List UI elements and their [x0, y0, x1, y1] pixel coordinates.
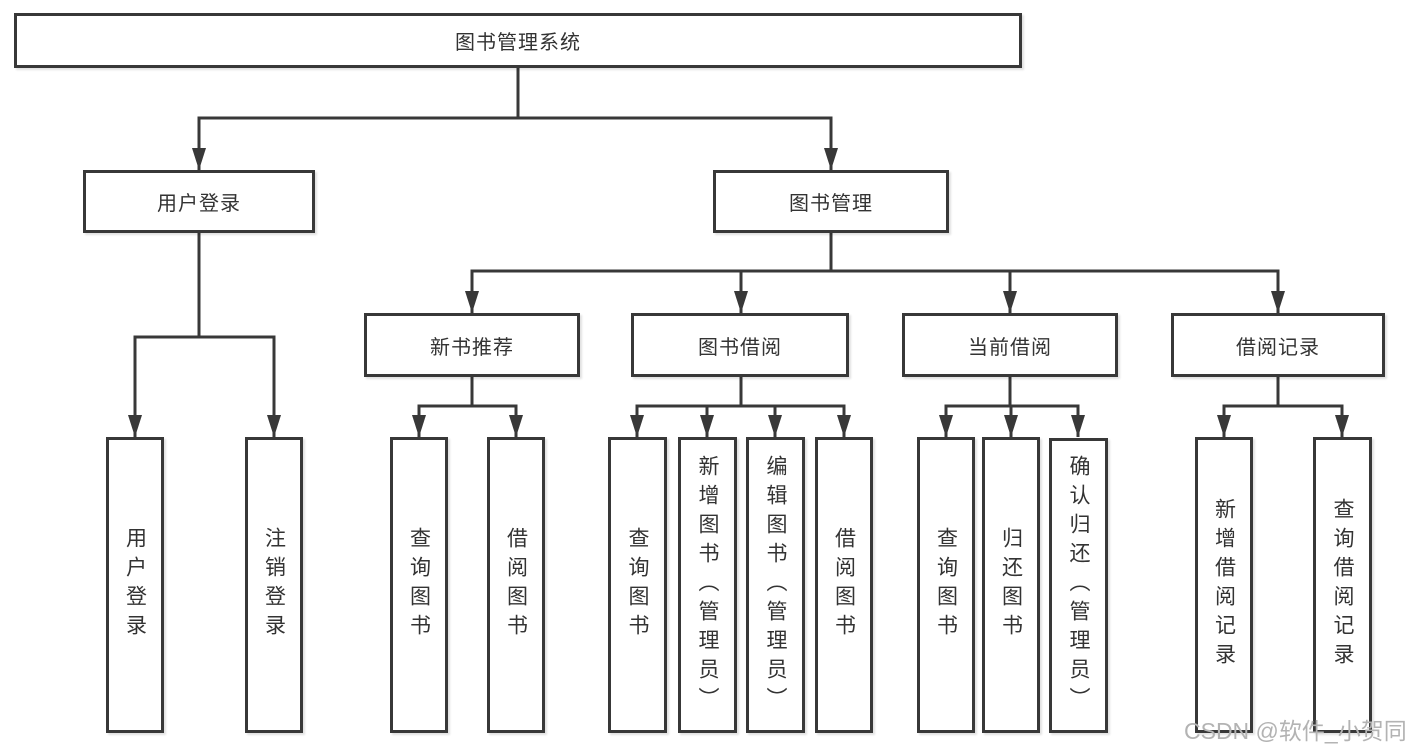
node-new-book-recommendation: 新书推荐: [364, 313, 580, 377]
node-label: 新增图书（管理员）: [696, 454, 719, 716]
node-label: 借阅记录: [1236, 336, 1320, 359]
leaf-confirm-return-admin: 确认归还（管理员）: [1049, 438, 1108, 733]
leaf-borrow-books-recommend: 借阅图书: [487, 437, 545, 733]
node-label: 新书推荐: [430, 336, 514, 359]
leaf-logout-login: 注销登录: [245, 437, 303, 733]
leaf-edit-books-admin: 编辑图书（管理员）: [746, 437, 805, 733]
node-label: 图书管理系统: [455, 32, 581, 54]
node-user-login: 用户登录: [83, 170, 315, 233]
leaf-user-login: 用户登录: [106, 437, 164, 733]
node-label: 借阅图书: [504, 527, 528, 643]
node-label: 编辑图书（管理员）: [764, 454, 787, 716]
node-book-borrowing: 图书借阅: [631, 313, 849, 377]
leaf-query-borrow-record: 查询借阅记录: [1313, 437, 1372, 733]
node-label: 查询图书: [407, 527, 431, 643]
node-label: 查询图书: [934, 527, 958, 643]
node-borrowing-records: 借阅记录: [1171, 313, 1385, 377]
node-book-management: 图书管理: [713, 170, 949, 233]
leaf-add-borrow-record: 新增借阅记录: [1195, 437, 1253, 733]
node-label: 当前借阅: [968, 336, 1052, 359]
node-label: 图书借阅: [698, 336, 782, 359]
node-label: 借阅图书: [832, 527, 856, 643]
node-label: 用户登录: [157, 193, 241, 215]
node-label: 注销登录: [262, 527, 286, 643]
node-label: 归还图书: [999, 527, 1023, 643]
csdn-watermark: CSDN @软件_小贺同学: [1184, 718, 1405, 744]
leaf-query-books-borrow: 查询图书: [608, 437, 667, 733]
leaf-return-books: 归还图书: [982, 437, 1040, 733]
leaf-add-books-admin: 新增图书（管理员）: [678, 437, 737, 733]
leaf-query-books-recommend: 查询图书: [390, 437, 448, 733]
node-label: 用户登录: [123, 527, 147, 643]
leaf-borrow-books: 借阅图书: [815, 437, 873, 733]
leaf-query-books-current: 查询图书: [917, 437, 975, 733]
node-label: 查询图书: [626, 527, 649, 643]
node-label: 新增借阅记录: [1212, 498, 1236, 672]
node-label: 查询借阅记录: [1331, 498, 1354, 672]
node-label: 图书管理: [789, 193, 873, 215]
node-library-management-system: 图书管理系统: [14, 13, 1022, 68]
node-current-borrowing: 当前借阅: [902, 313, 1118, 377]
node-label: 确认归还（管理员）: [1067, 455, 1090, 716]
